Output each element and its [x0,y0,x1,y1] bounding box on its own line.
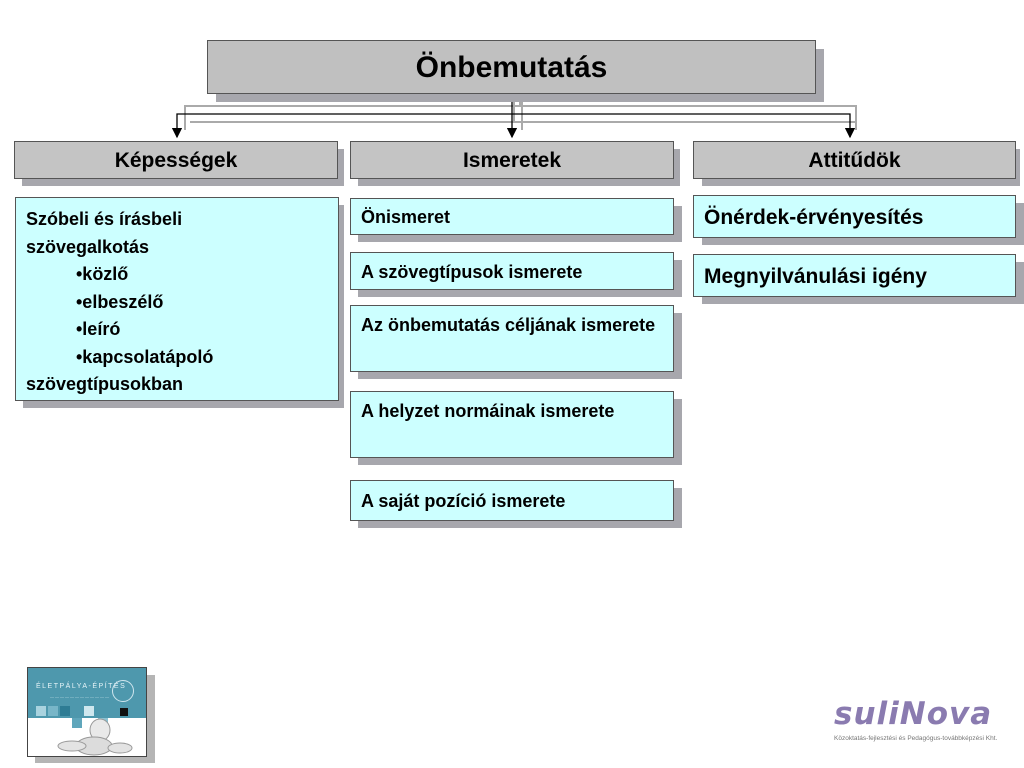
header-ismeretek: Ismeretek [350,141,674,179]
header-attitudok-label: Attitűdök [808,149,901,172]
ismeretek-item-4-text: A helyzet normáinak ismerete [361,401,615,421]
kepessegek-line1: Szóbeli és írásbeli [26,209,183,229]
sulinova-logo: suliNova Közoktatás-fejlesztési és Pedag… [834,697,1002,752]
kepessegek-line2: szövegalkotás [26,236,150,257]
header-kepessegek: Képességek [14,141,338,179]
kepessegek-line-end: szövegtípusokban [26,374,184,394]
book-title: ÉLETPÁLYA-ÉPÍTÉS [36,683,127,690]
ismeretek-item-2-text: A szövegtípusok ismerete [361,262,583,282]
book-cover-logo: ÉLETPÁLYA-ÉPÍTÉS ———————————— [27,667,147,757]
figure-icon [57,718,133,756]
bullet-kapcsolatapolo: •kapcsolatápoló [76,346,214,367]
root-box: Önbemutatás [207,40,816,94]
root-title: Önbemutatás [415,51,608,84]
ismeretek-item-1: Önismeret [350,198,674,235]
attitudok-item-2: Megnyilvánulási igény [693,254,1016,297]
kepessegek-item: Szóbeli és írásbeli szövegalkotás •közlő… [15,197,339,401]
ismeretek-item-5: A saját pozíció ismerete [350,480,674,521]
ismeretek-item-3-text: Az önbemutatás céljának ismerete [361,315,656,335]
connector-left [171,94,513,139]
bullet-leiro: •leíró [76,319,121,339]
header-attitudok: Attitűdök [693,141,1016,179]
attitudok-item-2-text: Megnyilvánulási igény [704,265,927,288]
connector-right [512,113,856,139]
ismeretek-item-1-text: Önismeret [361,207,451,227]
header-ismeretek-label: Ismeretek [462,149,562,172]
attitudok-item-1-text: Önérdek-érvényesítés [704,206,924,229]
ismeretek-item-2: A szövegtípusok ismerete [350,252,674,290]
sulinova-wordmark: suliNova [834,696,993,732]
attitudok-item-1: Önérdek-érvényesítés [693,195,1016,238]
ismeretek-item-4: A helyzet normáinak ismerete [350,391,674,458]
bullet-elbeszelo: •elbeszélő [76,291,164,312]
sulinova-tagline: Közoktatás-fejlesztési és Pedagógus-tová… [834,735,998,742]
ismeretek-item-3: Az önbemutatás céljának ismerete [350,305,674,372]
circle-icon [112,680,134,702]
header-kepessegek-label: Képességek [114,149,238,172]
bullet-kozlo: •közlő [76,264,129,284]
ismeretek-item-5-text: A saját pozíció ismerete [361,491,566,511]
